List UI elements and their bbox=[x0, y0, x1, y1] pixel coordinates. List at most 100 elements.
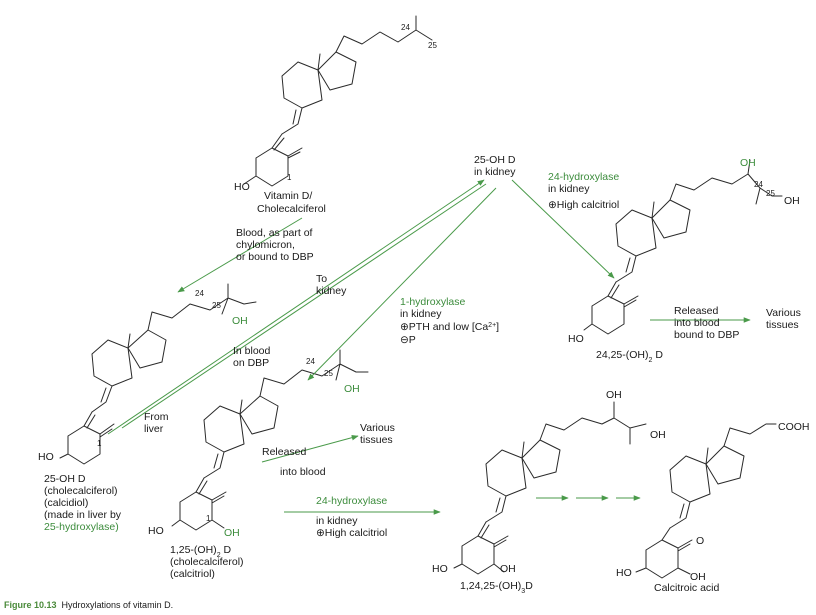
24-25-oh2-d-oh-top-label: OH bbox=[740, 157, 756, 169]
1-24-25-oh3-d-oh-top-label: OH bbox=[606, 389, 622, 401]
calcitroic-acid-o-label: O bbox=[696, 535, 704, 547]
calcitroic-acid-cooh-label: COOH bbox=[778, 421, 810, 433]
calcitroic-acid-name: Calcitroic acid bbox=[654, 582, 720, 594]
arrow-kidney-to-24-25-oh2-d bbox=[511, 179, 615, 279]
figure-caption-text: Figure 10.13 Hydroxylations of vitamin D. bbox=[4, 600, 173, 610]
24-25-oh2-d-name-sub: 2 bbox=[649, 357, 653, 364]
1-25-oh2-d-name-line2: (cholecalciferol) bbox=[170, 556, 244, 568]
25-oh-d-oh-label: OH bbox=[232, 315, 248, 327]
released-right-line1: Released bbox=[674, 305, 719, 317]
arrow-kidney-to-1-25-oh2-d bbox=[307, 187, 497, 381]
released-center-line2: into blood bbox=[280, 466, 326, 478]
1-24-25-oh3-d-ho-label: HO bbox=[432, 563, 448, 575]
24-hydroxylase-top-label: 24-hydroxylase bbox=[548, 171, 619, 183]
arrow-25-oh-d-to-kidney bbox=[107, 179, 485, 435]
25-oh-d-name-line2: (cholecalciferol) bbox=[44, 485, 118, 497]
1-25-oh2-d-oh-side-label: OH bbox=[344, 383, 360, 395]
various-tissues-right-line2: tissues bbox=[766, 319, 799, 331]
vitamin-d-ho-label: HO bbox=[234, 181, 250, 193]
blood-label-line3: or bound to DBP bbox=[236, 251, 314, 263]
24-25-oh2-d-name: 24,25-(OH)2 D bbox=[596, 349, 663, 364]
to-kidney-label-line1: To bbox=[316, 273, 327, 285]
calcitroic-acid-ho-label: HO bbox=[616, 567, 632, 579]
pathway-labels: Blood, as part of chylomicron, or bound … bbox=[144, 154, 801, 539]
1-25-oh2-d-oh-ring-label: OH bbox=[224, 527, 240, 539]
1-24-25-oh3-d-oh-ring-label: OH bbox=[500, 563, 516, 575]
25-oh-d-name-line3: (calcidiol) bbox=[44, 497, 88, 509]
1-25-oh2-d-name-a: 1,25-(OH) bbox=[170, 544, 217, 556]
in-blood-label-line1: In blood bbox=[233, 345, 271, 357]
24-hydroxylase-bottom-label: 24-hydroxylase bbox=[316, 495, 387, 507]
vitamin-d-c25-label: 25 bbox=[428, 41, 437, 50]
high-calcitriol-top-label: ⊕High calcitriol bbox=[548, 199, 619, 211]
25-oh-d-c24-label: 24 bbox=[195, 289, 204, 298]
1-25-oh2-d-name-sub: 2 bbox=[217, 552, 221, 559]
1-24-25-oh3-d-bonds bbox=[453, 401, 647, 575]
25-oh-d-name-line4: (made in liver by bbox=[44, 509, 122, 521]
1-25-oh2-d-name-line3: (calcitriol) bbox=[170, 568, 215, 580]
pth-label-b: ] bbox=[496, 321, 499, 333]
in-kidney-bottom-label: in kidney bbox=[316, 515, 358, 527]
1-25-oh2-d-c1-label: 1 bbox=[206, 514, 211, 523]
released-right-line3: bound to DBP bbox=[674, 329, 739, 341]
figure-title: Hydroxylations of vitamin D. bbox=[62, 600, 174, 610]
1-25-oh2-d-name-line1: 1,25-(OH)2 D bbox=[170, 544, 232, 559]
calcitroic-acid-bonds bbox=[635, 423, 777, 579]
25-oh-d-name-line1: 25-OH D bbox=[44, 473, 86, 485]
arrow-vitamin-d-to-25-oh-d bbox=[177, 217, 303, 293]
from-liver-label-line1: From bbox=[144, 411, 169, 423]
vitamin-d-name-line2: Cholecalciferol bbox=[257, 203, 326, 215]
pth-label-a: ⊕PTH and low [Ca bbox=[400, 321, 488, 333]
25-oh-d-c25-label: 25 bbox=[212, 301, 221, 310]
pth-low-calcium-label: ⊕PTH and low [Ca2+] bbox=[400, 321, 499, 333]
24-25-oh2-d-structure: OH 24 25 OH HO 24,25-(OH)2 D bbox=[568, 157, 800, 364]
24-25-oh2-d-name-b: D bbox=[652, 349, 663, 361]
1-24-25-oh3-d-name-b: D bbox=[525, 580, 533, 592]
1-24-25-oh3-d-name-sub: 3 bbox=[521, 588, 525, 595]
calcitroic-acid-oh-label: OH bbox=[690, 571, 706, 583]
1-25-oh2-d-c24-label: 24 bbox=[306, 357, 315, 366]
1-25-oh2-d-structure: 24 25 OH 1 OH HO 1,25-(OH)2 D (cholecalc… bbox=[148, 349, 369, 580]
vitamin-d-bonds bbox=[243, 15, 433, 187]
released-right-line2: into blood bbox=[674, 317, 720, 329]
to-kidney-label-line2: kidney bbox=[316, 285, 347, 297]
pth-label-sup: 2+ bbox=[488, 322, 496, 329]
hub-label-line2: in kidney bbox=[474, 166, 516, 178]
blood-label-line1: Blood, as part of bbox=[236, 227, 313, 239]
in-blood-label-line2: on DBP bbox=[233, 357, 269, 369]
high-calcitriol-bottom-label: ⊕High calcitriol bbox=[316, 527, 387, 539]
figure-number: Figure 10.13 bbox=[4, 600, 57, 610]
25-oh-d-ho-label: HO bbox=[38, 451, 54, 463]
1-24-25-oh3-d-name-a: 1,24,25-(OH) bbox=[460, 580, 521, 592]
vitamin-d-c1-label: 1 bbox=[287, 173, 292, 182]
calcitroic-acid-structure: COOH O HO OH Calcitroic acid bbox=[616, 421, 810, 594]
arrow-25-oh-d-to-kidney-second-line bbox=[121, 183, 487, 429]
in-kidney-top-label: in kidney bbox=[548, 183, 590, 195]
1-25-oh2-d-name-b: D bbox=[221, 544, 232, 556]
minus-p-label: ⊖P bbox=[400, 334, 416, 346]
25-oh-d-structure: 24 25 OH 1 HO 25-OH D (cholecalciferol) … bbox=[38, 283, 257, 533]
1-24-25-oh3-d-structure: OH OH HO OH 1,24,25-(OH)3D bbox=[432, 389, 666, 595]
1-24-25-oh3-d-oh-right-label: OH bbox=[650, 429, 666, 441]
24-25-oh2-d-c24-label: 24 bbox=[754, 180, 763, 189]
released-center-line1: Released bbox=[262, 446, 307, 458]
25-oh-d-c1-label: 1 bbox=[97, 439, 102, 448]
vitamin-d-c24-label: 24 bbox=[401, 23, 410, 32]
hub-label-line1: 25-OH D bbox=[474, 154, 516, 166]
24-25-oh2-d-ho-label: HO bbox=[568, 333, 584, 345]
blood-label-line2: chylomicron, bbox=[236, 239, 295, 251]
1-24-25-oh3-d-name: 1,24,25-(OH)3D bbox=[460, 580, 533, 595]
vitamin-d-structure: 24 25 1 HO Vitamin D/ Cholecalciferol bbox=[234, 15, 437, 215]
vitamin-d-name-line1: Vitamin D/ bbox=[264, 190, 312, 202]
various-tissues-right-line1: Various bbox=[766, 307, 801, 319]
various-tissues-center-line2: tissues bbox=[360, 434, 393, 446]
24-25-oh2-d-name-a: 24,25-(OH) bbox=[596, 349, 649, 361]
25-oh-d-name-line5: 25-hydroxylase) bbox=[44, 521, 119, 533]
1-hydroxylase-label: 1-hydroxylase bbox=[400, 296, 466, 308]
24-25-oh2-d-oh-right-label: OH bbox=[784, 195, 800, 207]
arrow-1-25-oh2-d-to-tissues bbox=[261, 434, 359, 463]
24-25-oh2-d-c25-label: 25 bbox=[766, 189, 775, 198]
1-25-oh2-d-c25-label: 25 bbox=[324, 369, 333, 378]
25-oh-d-bonds bbox=[59, 283, 257, 465]
